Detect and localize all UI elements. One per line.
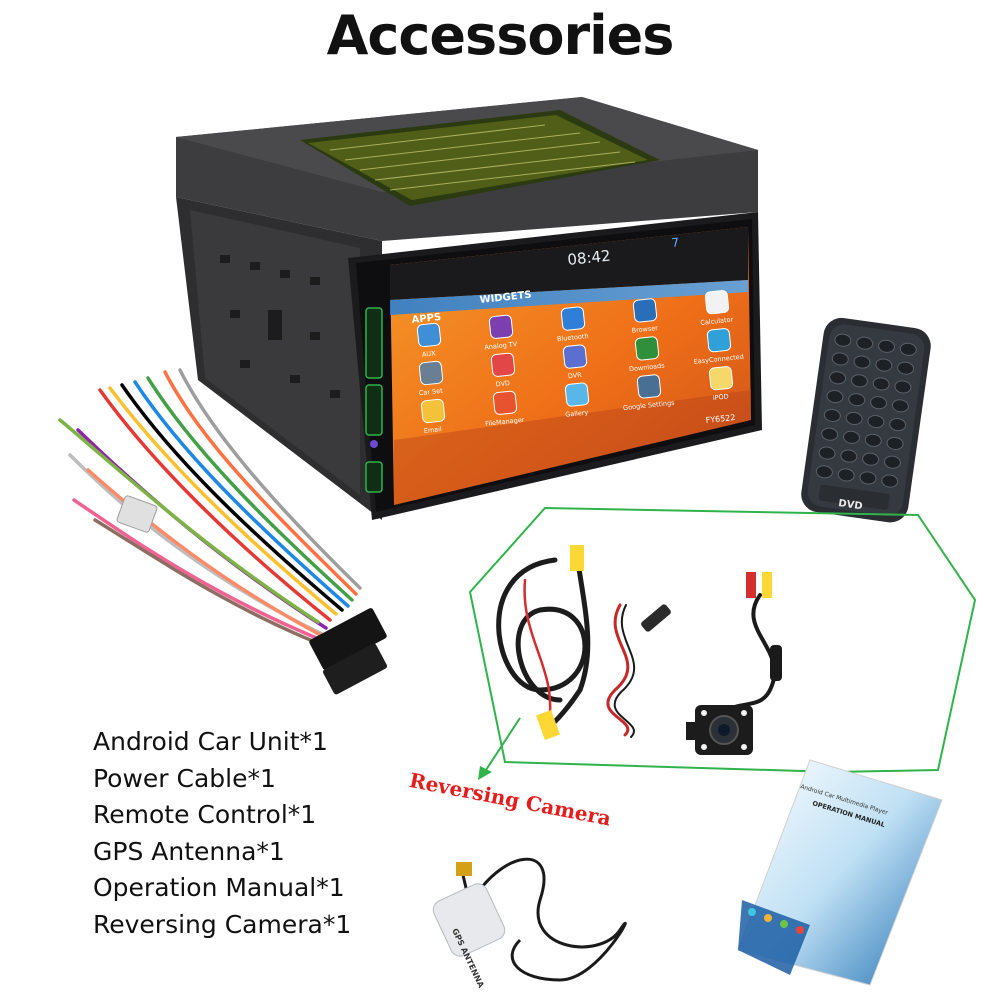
globe-icon bbox=[632, 298, 658, 323]
reversing-camera-kit bbox=[496, 545, 782, 740]
remote-key bbox=[886, 436, 904, 450]
remote-key bbox=[840, 449, 858, 463]
unit-model-label: FY6522 bbox=[705, 413, 736, 425]
remote-key bbox=[831, 352, 849, 366]
remote-key bbox=[821, 427, 839, 441]
camera-body bbox=[686, 705, 753, 755]
remote-key bbox=[897, 361, 915, 375]
remote-key bbox=[829, 371, 847, 385]
remote-key bbox=[815, 465, 833, 479]
remote-key bbox=[859, 471, 877, 485]
app-dvd[interactable]: DVD bbox=[490, 352, 516, 389]
list-item: Android Car Unit*1 bbox=[93, 727, 328, 756]
list-item: Reversing Camera*1 bbox=[93, 909, 352, 939]
reversing-camera-frame bbox=[468, 506, 977, 774]
remote-key bbox=[853, 355, 871, 369]
remote-key bbox=[881, 474, 899, 488]
remote-key bbox=[899, 342, 917, 356]
operation-manual bbox=[737, 759, 943, 986]
remote-key bbox=[845, 411, 863, 426]
remote-key bbox=[862, 452, 880, 466]
download-icon bbox=[634, 336, 660, 361]
screen-volume: 7 bbox=[671, 235, 680, 250]
remote-key bbox=[856, 336, 874, 350]
remote-control bbox=[801, 317, 931, 523]
app-browser[interactable]: Browser bbox=[631, 298, 659, 335]
bluetooth-icon bbox=[560, 306, 586, 331]
mail-icon bbox=[420, 398, 446, 424]
remote-key bbox=[837, 468, 855, 482]
app-label: Analog TV bbox=[484, 340, 518, 351]
remote-key bbox=[826, 390, 844, 404]
aux-icon bbox=[416, 322, 442, 348]
app-email[interactable]: Email bbox=[420, 398, 446, 435]
remote-key bbox=[875, 358, 893, 372]
app-label: Downloads bbox=[629, 362, 666, 374]
app-ipod[interactable]: iPOD bbox=[708, 366, 734, 402]
app-label: Browser bbox=[631, 324, 658, 335]
gps-antenna bbox=[432, 857, 627, 982]
calculator-icon bbox=[704, 290, 730, 315]
list-item: Power Cable*1 bbox=[93, 763, 276, 793]
remote-key bbox=[894, 380, 912, 394]
app-label: Gallery bbox=[565, 408, 589, 418]
remote-key bbox=[870, 396, 888, 410]
remote-key bbox=[883, 455, 901, 469]
remote-key bbox=[864, 433, 882, 447]
tab-widgets[interactable]: WIDGETS bbox=[479, 290, 532, 306]
remote-key bbox=[848, 393, 866, 407]
remote-key bbox=[823, 408, 841, 422]
camera-icon bbox=[562, 344, 588, 369]
harness-connector bbox=[309, 608, 388, 695]
remote-key bbox=[889, 418, 907, 432]
app-aux[interactable]: AUX bbox=[416, 322, 442, 359]
unit-control-strip bbox=[365, 307, 383, 493]
android-car-unit bbox=[176, 97, 762, 520]
remote-key bbox=[867, 414, 885, 429]
app-downloads[interactable]: Downloads bbox=[629, 336, 666, 373]
accessory-list: Android Car Unit*1 Power Cable*1 Remote … bbox=[93, 724, 351, 943]
folder-icon bbox=[492, 390, 518, 415]
app-analog-tv[interactable]: Analog TV bbox=[484, 314, 518, 352]
app-grid: AUX Analog TV Bluetooth Browser CalculatorCa… bbox=[416, 290, 744, 435]
google-icon bbox=[636, 374, 662, 399]
app-gallery[interactable]: Gallery bbox=[564, 382, 590, 419]
app-filemanager[interactable]: FileManager bbox=[485, 390, 525, 428]
app-dvr[interactable]: DVR bbox=[562, 344, 588, 381]
app-label: Car Set bbox=[418, 387, 443, 398]
ipod-icon bbox=[708, 366, 734, 391]
list-item: GPS Antenna*1 bbox=[93, 836, 285, 866]
app-car-set[interactable]: Car Set bbox=[418, 360, 444, 398]
list-item: Operation Manual*1 bbox=[93, 873, 345, 902]
app-label: AUX bbox=[422, 349, 437, 358]
remote-key bbox=[842, 430, 860, 444]
screen-time: 08:42 bbox=[567, 247, 612, 269]
app-bluetooth[interactable]: Bluetooth bbox=[557, 306, 589, 344]
remote-key bbox=[850, 374, 868, 388]
gallery-icon bbox=[564, 382, 590, 407]
power-cable bbox=[58, 368, 362, 654]
app-label: iPOD bbox=[712, 392, 729, 402]
app-label: Calculator bbox=[700, 315, 734, 326]
remote-key bbox=[834, 333, 852, 347]
remote-key bbox=[878, 339, 895, 353]
remote-key bbox=[872, 377, 890, 391]
app-label: DVR bbox=[567, 371, 582, 380]
tv-icon bbox=[488, 314, 514, 339]
settings-icon bbox=[418, 360, 444, 386]
app-label: DVD bbox=[495, 379, 510, 388]
remote-key bbox=[818, 446, 836, 460]
page-title: Accessories bbox=[326, 4, 675, 67]
app-label: Email bbox=[423, 425, 442, 435]
remote-brand-label: DVD bbox=[838, 498, 864, 512]
remote-key bbox=[891, 399, 909, 413]
app-calculator[interactable]: Calculator bbox=[700, 290, 734, 327]
app-label: Bluetooth bbox=[557, 332, 589, 343]
tab-apps[interactable]: APPS bbox=[411, 312, 442, 326]
pointer-arrow bbox=[478, 717, 521, 780]
list-item: Remote Control*1 bbox=[93, 800, 317, 829]
link-icon bbox=[706, 328, 732, 353]
disc-icon bbox=[490, 352, 516, 377]
